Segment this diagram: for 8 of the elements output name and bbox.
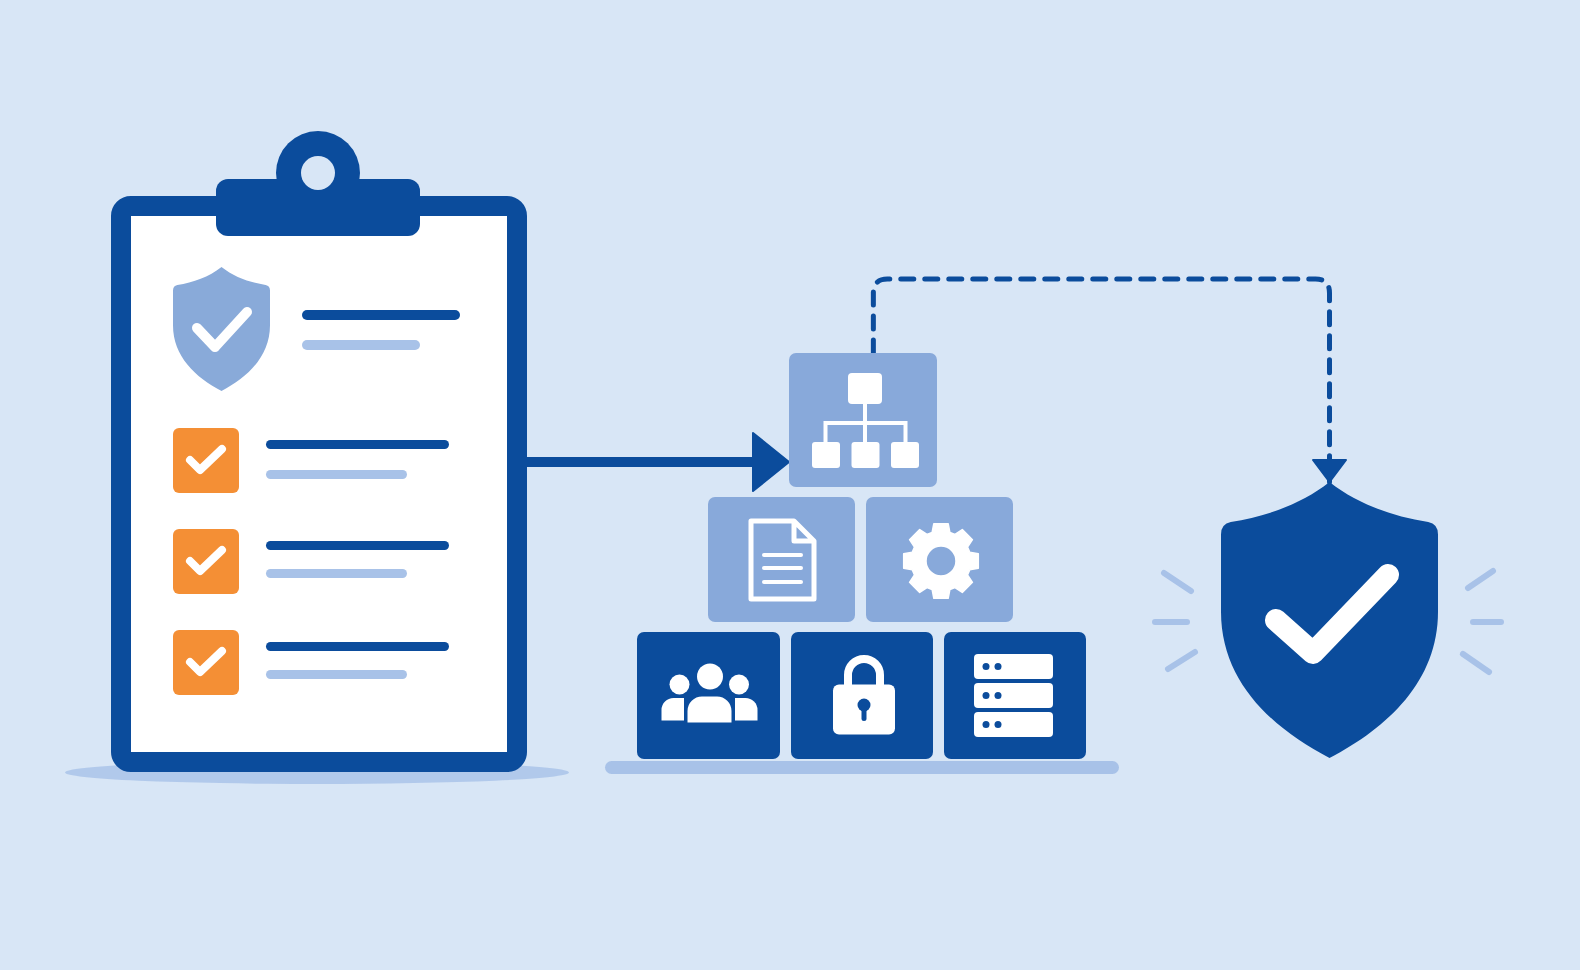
block-tile	[789, 353, 937, 487]
block-tile	[791, 632, 933, 759]
dashed-arrow	[870, 276, 1347, 485]
block-tile	[944, 632, 1086, 759]
block-tile	[866, 497, 1013, 622]
block-tile	[708, 497, 855, 622]
block-tile	[637, 632, 780, 759]
shield-check-drawing	[1221, 482, 1438, 758]
